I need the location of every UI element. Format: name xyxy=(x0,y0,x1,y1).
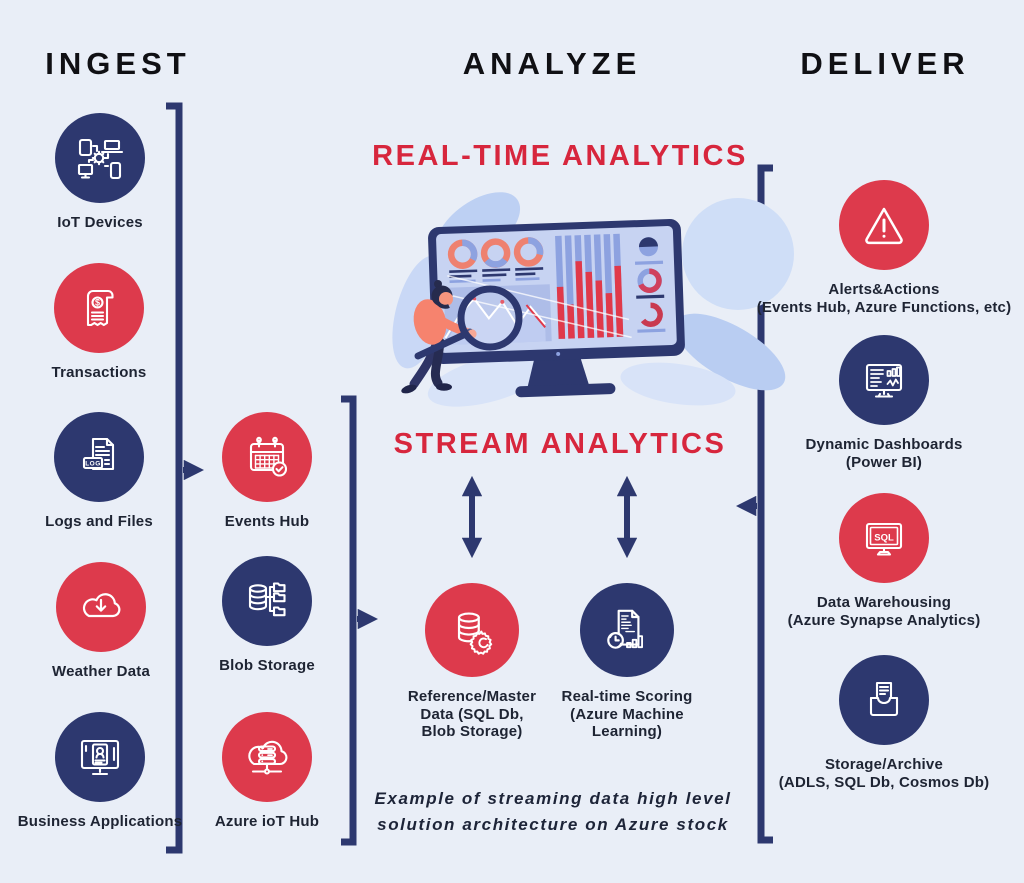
svg-text:LOG: LOG xyxy=(85,461,101,468)
analysis-node-realtime-scoring: Real-time Scoring (Azure Machine Learnin… xyxy=(532,583,722,741)
ingest-bracket-line xyxy=(166,102,183,854)
deliver-node-data-warehousing: SQL Data Warehousing (Azure Synapse Anal… xyxy=(749,493,1019,629)
node-label: IoT Devices xyxy=(57,214,143,231)
node-label: Transactions xyxy=(51,364,147,381)
dynamic-dashboards-icon xyxy=(839,335,929,425)
realtime-scoring-icon xyxy=(580,583,674,677)
deliver-node-dynamic-dashboards: Dynamic Dashboards (Power BI) xyxy=(749,335,1019,471)
ingest-node-logs-files: LOG Logs and Files xyxy=(4,412,194,531)
node-label: Blob Storage xyxy=(219,657,315,674)
blob-storage-icon xyxy=(222,556,312,646)
header-ingest: INGEST xyxy=(45,46,191,81)
transactions-receipt-icon: $ xyxy=(54,263,144,353)
magnifying-glass-icon xyxy=(457,285,523,351)
node-label: Reference/Master Data (SQL Db, Blob Stor… xyxy=(407,688,537,741)
ingest-node-business-applications: Business Applications xyxy=(0,712,200,831)
node-label: Data Warehousing (Azure Synapse Analytic… xyxy=(787,594,981,629)
ingest-node-transactions: $ Transactions xyxy=(4,263,194,382)
business-applications-icon xyxy=(55,712,145,802)
analyst-person xyxy=(401,280,523,394)
hub-node-events-hub: Events Hub xyxy=(172,412,362,531)
ingest-node-iot-devices: IoT Devices xyxy=(5,113,195,232)
deliver-node-storage-archive: Storage/Archive (ADLS, SQL Db, Cosmos Db… xyxy=(749,655,1019,791)
realtime-analytics-title: REAL-TIME ANALYTICS xyxy=(372,140,748,172)
node-label: Weather Data xyxy=(52,663,150,680)
deliver-node-alerts-actions: Alerts&Actions (Events Hub, Azure Functi… xyxy=(749,180,1019,316)
header-analyze: ANALYZE xyxy=(462,46,642,81)
hub-node-blob-storage: Blob Storage xyxy=(172,556,362,675)
node-label: Events Hub xyxy=(224,513,310,530)
ingest-node-weather-data: Weather Data xyxy=(6,562,196,681)
node-label: Logs and Files xyxy=(45,513,153,530)
azure-iot-hub-icon xyxy=(222,712,312,802)
analytics-illustration xyxy=(392,192,794,407)
illustration-caption: Example of streaming data high level sol… xyxy=(374,789,732,835)
svg-text:SQL: SQL xyxy=(874,533,894,544)
node-label: Dynamic Dashboards (Power BI) xyxy=(805,436,963,471)
log-files-icon: LOG xyxy=(54,412,144,502)
deliver-bracket-line xyxy=(757,164,773,844)
data-warehousing-sql-icon: SQL xyxy=(839,493,929,583)
storage-archive-icon xyxy=(839,655,929,745)
events-hub-calendar-icon xyxy=(222,412,312,502)
stream-analytics-title: STREAM ANALYTICS xyxy=(393,428,727,460)
node-label: Alerts&Actions (Events Hub, Azure Functi… xyxy=(756,281,1012,316)
node-label: Real-time Scoring (Azure Machine Learnin… xyxy=(561,688,693,741)
node-label: Business Applications xyxy=(17,813,183,830)
hub-bracket-line xyxy=(341,395,357,846)
node-label: Azure ioT Hub xyxy=(214,813,320,830)
iot-devices-icon xyxy=(55,113,145,203)
analysis-node-reference-master-data: Reference/Master Data (SQL Db, Blob Stor… xyxy=(377,583,567,741)
header-deliver: DELIVER xyxy=(800,46,970,81)
node-label: Storage/Archive (ADLS, SQL Db, Cosmos Db… xyxy=(778,756,990,791)
reference-master-data-icon xyxy=(425,583,519,677)
svg-text:$: $ xyxy=(95,298,100,308)
hub-node-azure-iot-hub: Azure ioT Hub xyxy=(172,712,362,831)
alerts-warning-icon xyxy=(839,180,929,270)
weather-cloud-download-icon xyxy=(56,562,146,652)
